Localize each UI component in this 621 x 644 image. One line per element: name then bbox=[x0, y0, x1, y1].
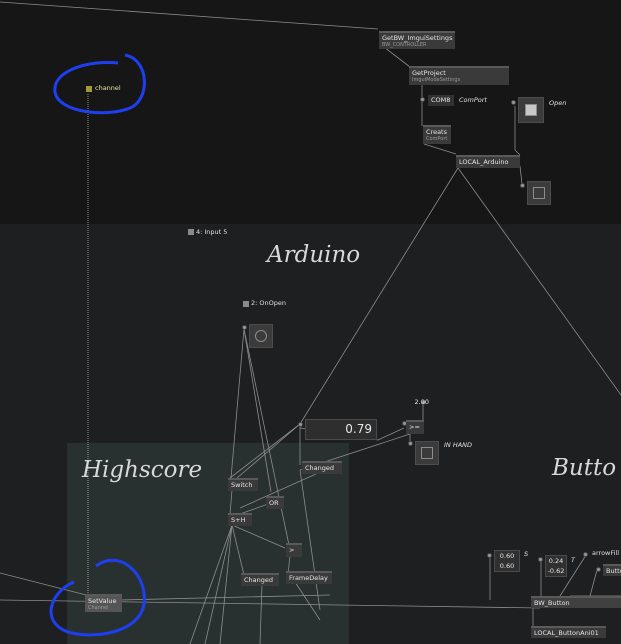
vector-a-y: 0.60 bbox=[499, 562, 515, 570]
get-project-node[interactable]: GetProject ImguiModeSettings bbox=[409, 66, 509, 85]
node-subtitle: ImguiModeSettings bbox=[412, 77, 461, 83]
com-port-value-box[interactable]: COM8 bbox=[428, 95, 454, 106]
annotation-circle-channel bbox=[53, 53, 146, 115]
com-port-label: ComPort bbox=[459, 96, 487, 104]
in-hand-label: IN HAND bbox=[444, 441, 473, 449]
toggle-indicator bbox=[421, 447, 433, 459]
get-imgui-settings-node[interactable]: GetBW_ImguiSettings BW_CONTROLLER bbox=[379, 31, 455, 49]
comment-button: Butto bbox=[552, 455, 617, 481]
local-arduino-node[interactable]: LOCAL_Arduino bbox=[456, 155, 520, 168]
in-hand-toggle[interactable] bbox=[415, 441, 439, 465]
open-toggle[interactable] bbox=[518, 97, 544, 123]
label-t: T bbox=[571, 556, 575, 564]
toggle-input-port[interactable] bbox=[520, 183, 525, 188]
vector-b-box[interactable]: 0.24 -0.62 bbox=[545, 555, 567, 577]
node-title: Switch bbox=[231, 481, 253, 489]
vector-b-input-port[interactable] bbox=[538, 557, 543, 562]
or-node[interactable]: OR bbox=[266, 496, 284, 509]
sample-hold-node[interactable]: S+H bbox=[228, 513, 252, 526]
value-input-port[interactable] bbox=[298, 422, 303, 427]
changed-node-bottom[interactable]: Changed bbox=[241, 573, 279, 586]
arduino-status-toggle[interactable] bbox=[527, 181, 551, 205]
button-input-port[interactable] bbox=[596, 567, 601, 572]
greater-equal-node[interactable]: >= bbox=[406, 420, 424, 434]
node-subtitle: BW_CONTROLLER bbox=[382, 42, 427, 48]
vector-a-box[interactable]: 0.60 0.60 bbox=[494, 550, 520, 572]
in-hand-input-port[interactable] bbox=[408, 441, 413, 446]
node-title: Changed bbox=[244, 576, 274, 584]
vector-b-y: -0.62 bbox=[547, 567, 565, 575]
onopen-bang-button[interactable] bbox=[249, 324, 273, 348]
node-title: FrameDelay bbox=[289, 574, 328, 582]
bang-input-port[interactable] bbox=[242, 325, 247, 330]
node-title: >= bbox=[409, 423, 420, 431]
com-port-value: COM8 bbox=[431, 96, 451, 104]
channel-label: channel bbox=[95, 84, 121, 92]
vector-b-x: 0.24 bbox=[548, 557, 564, 565]
node-title: LOCAL_Arduino bbox=[459, 158, 509, 166]
threshold-box[interactable]: 2.00 bbox=[404, 398, 454, 409]
onopen-port[interactable] bbox=[243, 301, 249, 307]
comment-highscore: Highscore bbox=[82, 457, 203, 483]
annotation-circle-setvalue bbox=[49, 558, 146, 637]
vector-a-x: 0.60 bbox=[499, 552, 515, 560]
toggle-indicator bbox=[533, 187, 545, 199]
node-title: GetProject bbox=[412, 69, 446, 77]
comment-arduino: Arduino bbox=[267, 242, 361, 268]
greater-node[interactable]: > bbox=[286, 543, 302, 557]
frame-delay-node[interactable]: FrameDelay bbox=[286, 571, 332, 584]
arrow-fill-input-port[interactable] bbox=[583, 552, 588, 557]
node-subtitle: ComPort bbox=[426, 136, 448, 142]
bw-button-node[interactable]: BW_Button bbox=[531, 596, 621, 608]
label-s: S bbox=[524, 550, 529, 558]
input-5-port[interactable] bbox=[188, 229, 194, 235]
input-5-label: 4: Input 5 bbox=[196, 228, 228, 236]
open-toggle-indicator bbox=[525, 104, 537, 116]
node-title: > bbox=[289, 546, 295, 554]
node-title: BW_Button bbox=[534, 599, 570, 607]
value-display: 0.79 bbox=[345, 422, 372, 436]
node-title: S+H bbox=[231, 516, 246, 524]
node-title: LOCAL_ButtonAni01 bbox=[534, 629, 599, 637]
open-label: Open bbox=[549, 99, 567, 107]
node-title: Creats bbox=[426, 128, 447, 136]
changed-node-top[interactable]: Changed bbox=[302, 461, 342, 474]
creats-node[interactable]: Creats ComPort bbox=[423, 125, 451, 144]
threshold-input-port[interactable] bbox=[421, 400, 426, 405]
node-subtitle: Channel bbox=[88, 605, 109, 611]
node-title: Changed bbox=[305, 464, 335, 472]
vector-a-input-port[interactable] bbox=[487, 553, 492, 558]
node-title: SetValue bbox=[88, 597, 117, 605]
threshold-value: 2.00 bbox=[414, 398, 429, 406]
button-node[interactable]: Butto bbox=[603, 564, 621, 576]
com-port-input-port[interactable] bbox=[420, 97, 425, 102]
node-title: OR bbox=[269, 499, 279, 507]
node-title: Butto bbox=[606, 567, 621, 575]
arrow-fill-label: arrowFill bbox=[592, 549, 620, 557]
channel-port[interactable] bbox=[86, 86, 92, 92]
node-title: GetBW_ImguiSettings bbox=[382, 34, 453, 42]
set-value-node[interactable]: SetValue Channel bbox=[85, 594, 122, 612]
onopen-label: 2: OnOpen bbox=[251, 299, 286, 307]
bang-indicator bbox=[255, 330, 267, 342]
open-input-port[interactable] bbox=[511, 100, 516, 105]
value-display-box[interactable]: 0.79 bbox=[305, 419, 377, 440]
local-button-ani-node[interactable]: LOCAL_ButtonAni01 bbox=[531, 626, 606, 638]
switch-node[interactable]: Switch bbox=[228, 478, 258, 491]
